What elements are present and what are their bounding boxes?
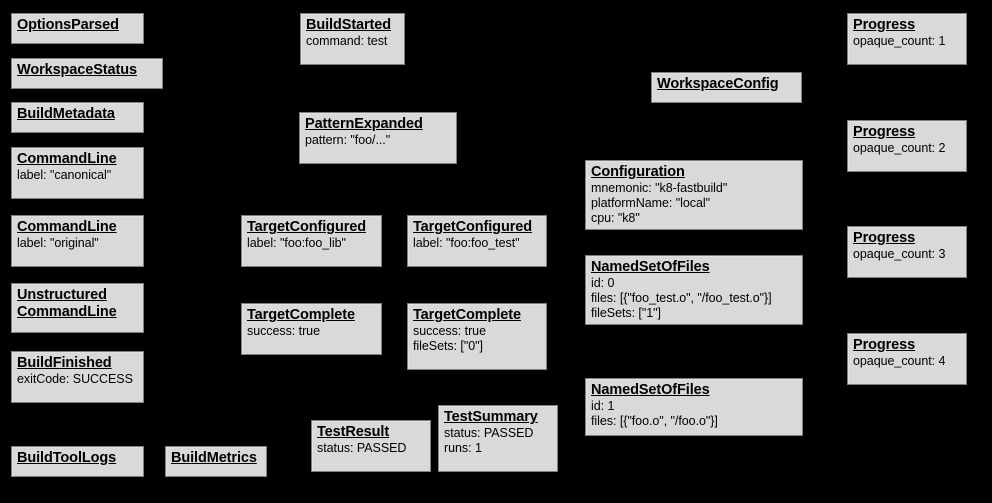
- event-node-title: TargetConfigured: [247, 219, 366, 235]
- event-node-fields: label: "foo:foo_lib": [247, 236, 346, 250]
- event-node-title: BuildMetrics: [171, 450, 257, 466]
- event-node-build-metadata[interactable]: BuildMetadata: [11, 102, 144, 133]
- event-node-fields: opaque_count: 3: [853, 247, 946, 261]
- event-node-fields: status: PASSED: [317, 441, 407, 455]
- event-node-title: NamedSetOfFiles: [591, 382, 710, 398]
- event-node-title: OptionsParsed: [17, 17, 119, 33]
- event-node-title: BuildFinished: [17, 355, 112, 371]
- event-node-title: NamedSetOfFiles: [591, 259, 710, 275]
- event-node-fields: opaque_count: 2: [853, 141, 946, 155]
- event-node-fields: opaque_count: 1: [853, 34, 946, 48]
- event-node-title: Configuration: [591, 164, 685, 180]
- event-node-title: TargetComplete: [247, 307, 355, 323]
- event-node-options-parsed[interactable]: OptionsParsed: [11, 13, 144, 44]
- event-node-title: CommandLine: [17, 219, 117, 235]
- event-node-fields: success: true: [247, 324, 320, 338]
- event-node-fields: command: test: [306, 34, 388, 48]
- event-node-fields: id: 1 files: [{"foo.o", "/foo.o"}]: [591, 399, 718, 428]
- event-node-title: CommandLine: [17, 151, 117, 167]
- event-node-title: Unstructured CommandLine: [17, 287, 117, 320]
- event-node-fields: label: "original": [17, 236, 99, 250]
- event-node-title: PatternExpanded: [305, 116, 423, 132]
- event-node-fields: label: "canonical": [17, 168, 112, 182]
- event-node-fields: pattern: "foo/...": [305, 133, 391, 147]
- event-node-title: TargetConfigured: [413, 219, 532, 235]
- event-node-title: BuildStarted: [306, 17, 392, 33]
- event-node-fields: label: "foo:foo_test": [413, 236, 520, 250]
- event-node-unstructured-command-line[interactable]: Unstructured CommandLine: [11, 283, 144, 333]
- event-node-fields: opaque_count: 4: [853, 354, 946, 368]
- event-node-title: TestSummary: [444, 409, 538, 425]
- event-node-title: Progress: [853, 17, 916, 33]
- event-node-title: TargetComplete: [413, 307, 521, 323]
- event-node-title: TestResult: [317, 424, 390, 440]
- event-node-fields: mnemonic: "k8-fastbuild" platformName: "…: [591, 181, 728, 225]
- event-node-fields: status: PASSED runs: 1: [444, 426, 534, 455]
- event-node-title: WorkspaceStatus: [17, 62, 137, 78]
- event-node-build-metrics[interactable]: BuildMetrics: [165, 446, 267, 477]
- event-node-title: Progress: [853, 124, 916, 140]
- event-node-title: WorkspaceConfig: [657, 76, 779, 92]
- event-node-title: Progress: [853, 337, 916, 353]
- event-node-fields: exitCode: SUCCESS: [17, 372, 133, 386]
- event-node-workspace-config[interactable]: WorkspaceConfig: [651, 72, 802, 103]
- event-node-build-tool-logs[interactable]: BuildToolLogs: [11, 446, 144, 477]
- event-node-workspace-status[interactable]: WorkspaceStatus: [11, 58, 163, 89]
- event-node-title: BuildMetadata: [17, 106, 115, 122]
- event-node-fields: id: 0 files: [{"foo_test.o", "/foo_test.…: [591, 276, 772, 320]
- event-node-title: Progress: [853, 230, 916, 246]
- event-node-fields: success: true fileSets: ["0"]: [413, 324, 486, 353]
- event-node-title: BuildToolLogs: [17, 450, 117, 466]
